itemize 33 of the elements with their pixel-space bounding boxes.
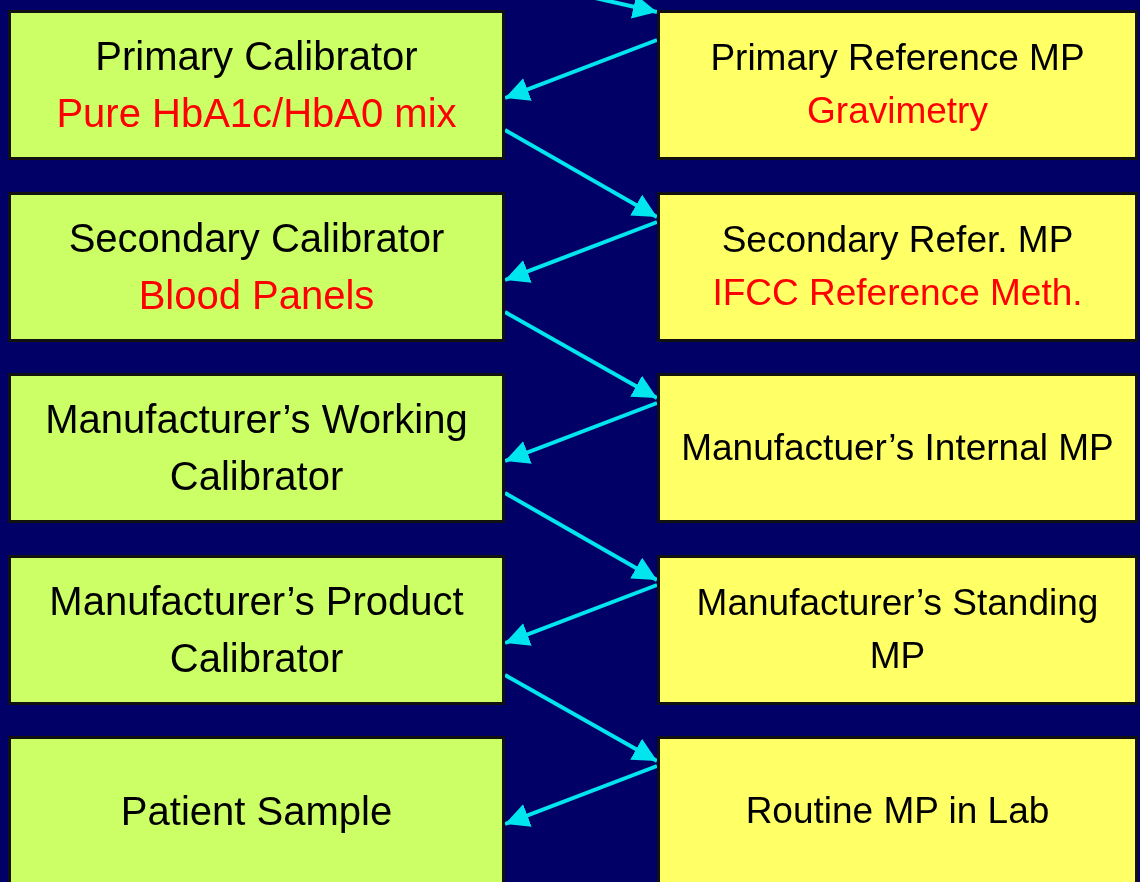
box-title: Secondary Refer. MP <box>721 218 1074 263</box>
box-title: Routine MP in Lab <box>745 788 1050 833</box>
arrow <box>504 38 658 101</box>
measurement-procedure-box <box>657 373 1138 523</box>
arrow <box>504 220 658 283</box>
arrow <box>504 583 658 646</box>
measurement-procedure-box <box>657 736 1138 882</box>
calibrator-box <box>8 373 505 523</box>
measurement-procedure-box <box>657 10 1138 160</box>
calibrator-box <box>8 555 505 705</box>
box-title: Primary Reference MP <box>710 36 1085 81</box>
calibrator-box <box>8 10 505 160</box>
method-text: IFCC Reference Meth. <box>712 271 1083 315</box>
box-title: Manufacturer’s Standing MP <box>695 581 1100 678</box>
box-title: Primary Calibrator <box>95 33 418 81</box>
method-text: Gravimetry <box>807 89 988 133</box>
method-text: Blood Panels <box>138 272 375 319</box>
box-title: Secondary Calibrator <box>68 215 445 263</box>
arrow <box>504 673 658 763</box>
arrow <box>504 491 658 582</box>
calibrator-box <box>8 192 505 342</box>
box-title: Patient Sample <box>120 787 393 835</box>
arrow <box>504 401 658 464</box>
calibrator-box <box>8 736 505 882</box>
arrow <box>504 128 658 219</box>
box-title: Manufactuer’s Internal MP <box>681 425 1114 470</box>
arrow <box>504 764 658 827</box>
measurement-procedure-box <box>657 192 1138 342</box>
box-title: Manufacturer’s Working Calibrator <box>44 396 469 500</box>
measurement-procedure-box <box>657 555 1138 705</box>
arrow <box>504 310 658 400</box>
method-text: Pure HbA1c/HbA0 mix <box>56 90 457 137</box>
box-title: Manufacturer’s Product Calibrator <box>48 578 465 682</box>
